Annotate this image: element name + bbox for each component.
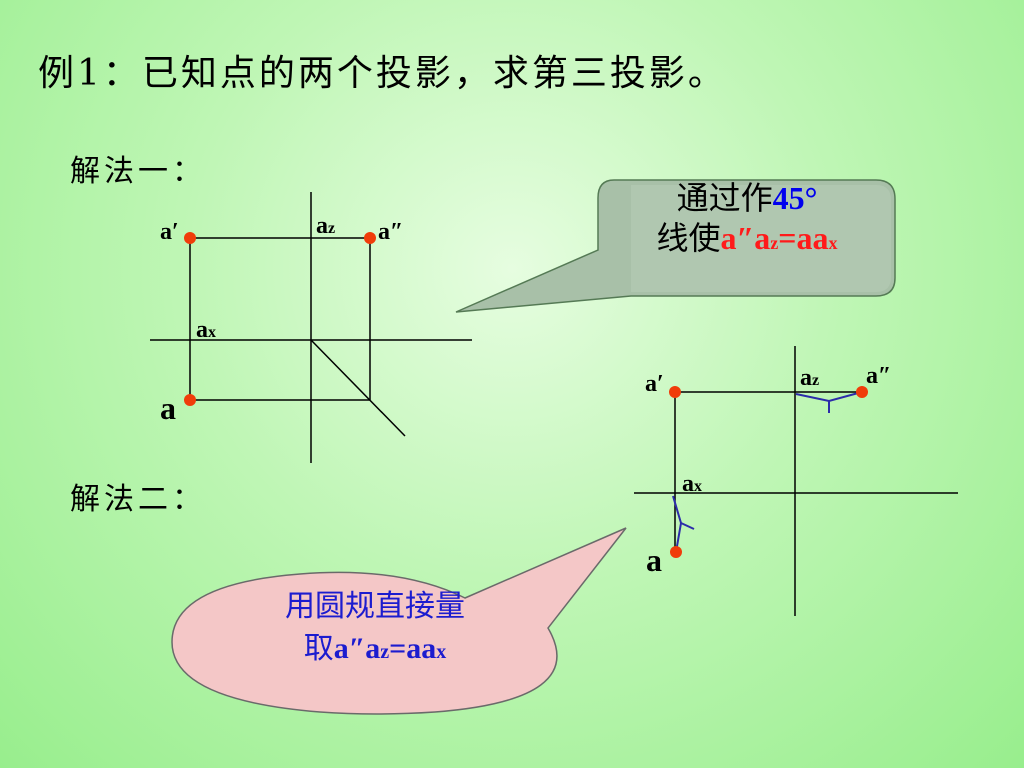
diagram-method-two [634,346,958,616]
label-a-prime-2: a′ [645,371,664,397]
label-a-double-prime-2: a″ [866,363,892,389]
label-a-double-prime-1: a″ [378,219,404,245]
page-title: 例1：已知点的两个投影，求第三投影。 [38,53,727,94]
label-a-1: a [160,390,176,426]
compass-arc-z [795,391,863,403]
callout-compass-bubble [171,527,627,715]
point-a-2 [670,546,682,558]
compass-tick-x [680,522,695,530]
callout-45-degree-text: 通过作45° 线使a″az=aax [604,178,890,263]
callout1-line2: 线使a″az=aax [656,219,838,257]
point-a-prime-2 [669,386,681,398]
compass-arc-marks [672,391,863,553]
point-a-prime-1 [184,232,196,244]
callout1-line1: 通过作45° [676,179,818,217]
callout-compass-text: 用圆规直接量 取a″az=aax [215,586,535,673]
label-ax-1: ax [196,317,216,343]
forty-five-degree-line [310,339,406,437]
method-two-label: 解法二： [70,482,206,517]
callout2-line1: 用圆规直接量 [285,589,465,624]
callout2-line2: 取a″az=aax [303,631,447,666]
label-a-2: a [646,542,662,578]
label-a-prime-1: a′ [160,219,179,245]
point-a-double-prime-2 [856,386,868,398]
callout-highlight [631,185,891,292]
label-ax-2: ax [682,471,702,497]
label-az-2: az [800,365,820,391]
diagram-method-one [150,192,472,463]
label-az-1: az [316,213,336,239]
point-a-1 [184,394,196,406]
method-one-label: 解法一： [70,154,206,189]
point-a-double-prime-1 [364,232,376,244]
compass-arc-x [672,495,683,553]
